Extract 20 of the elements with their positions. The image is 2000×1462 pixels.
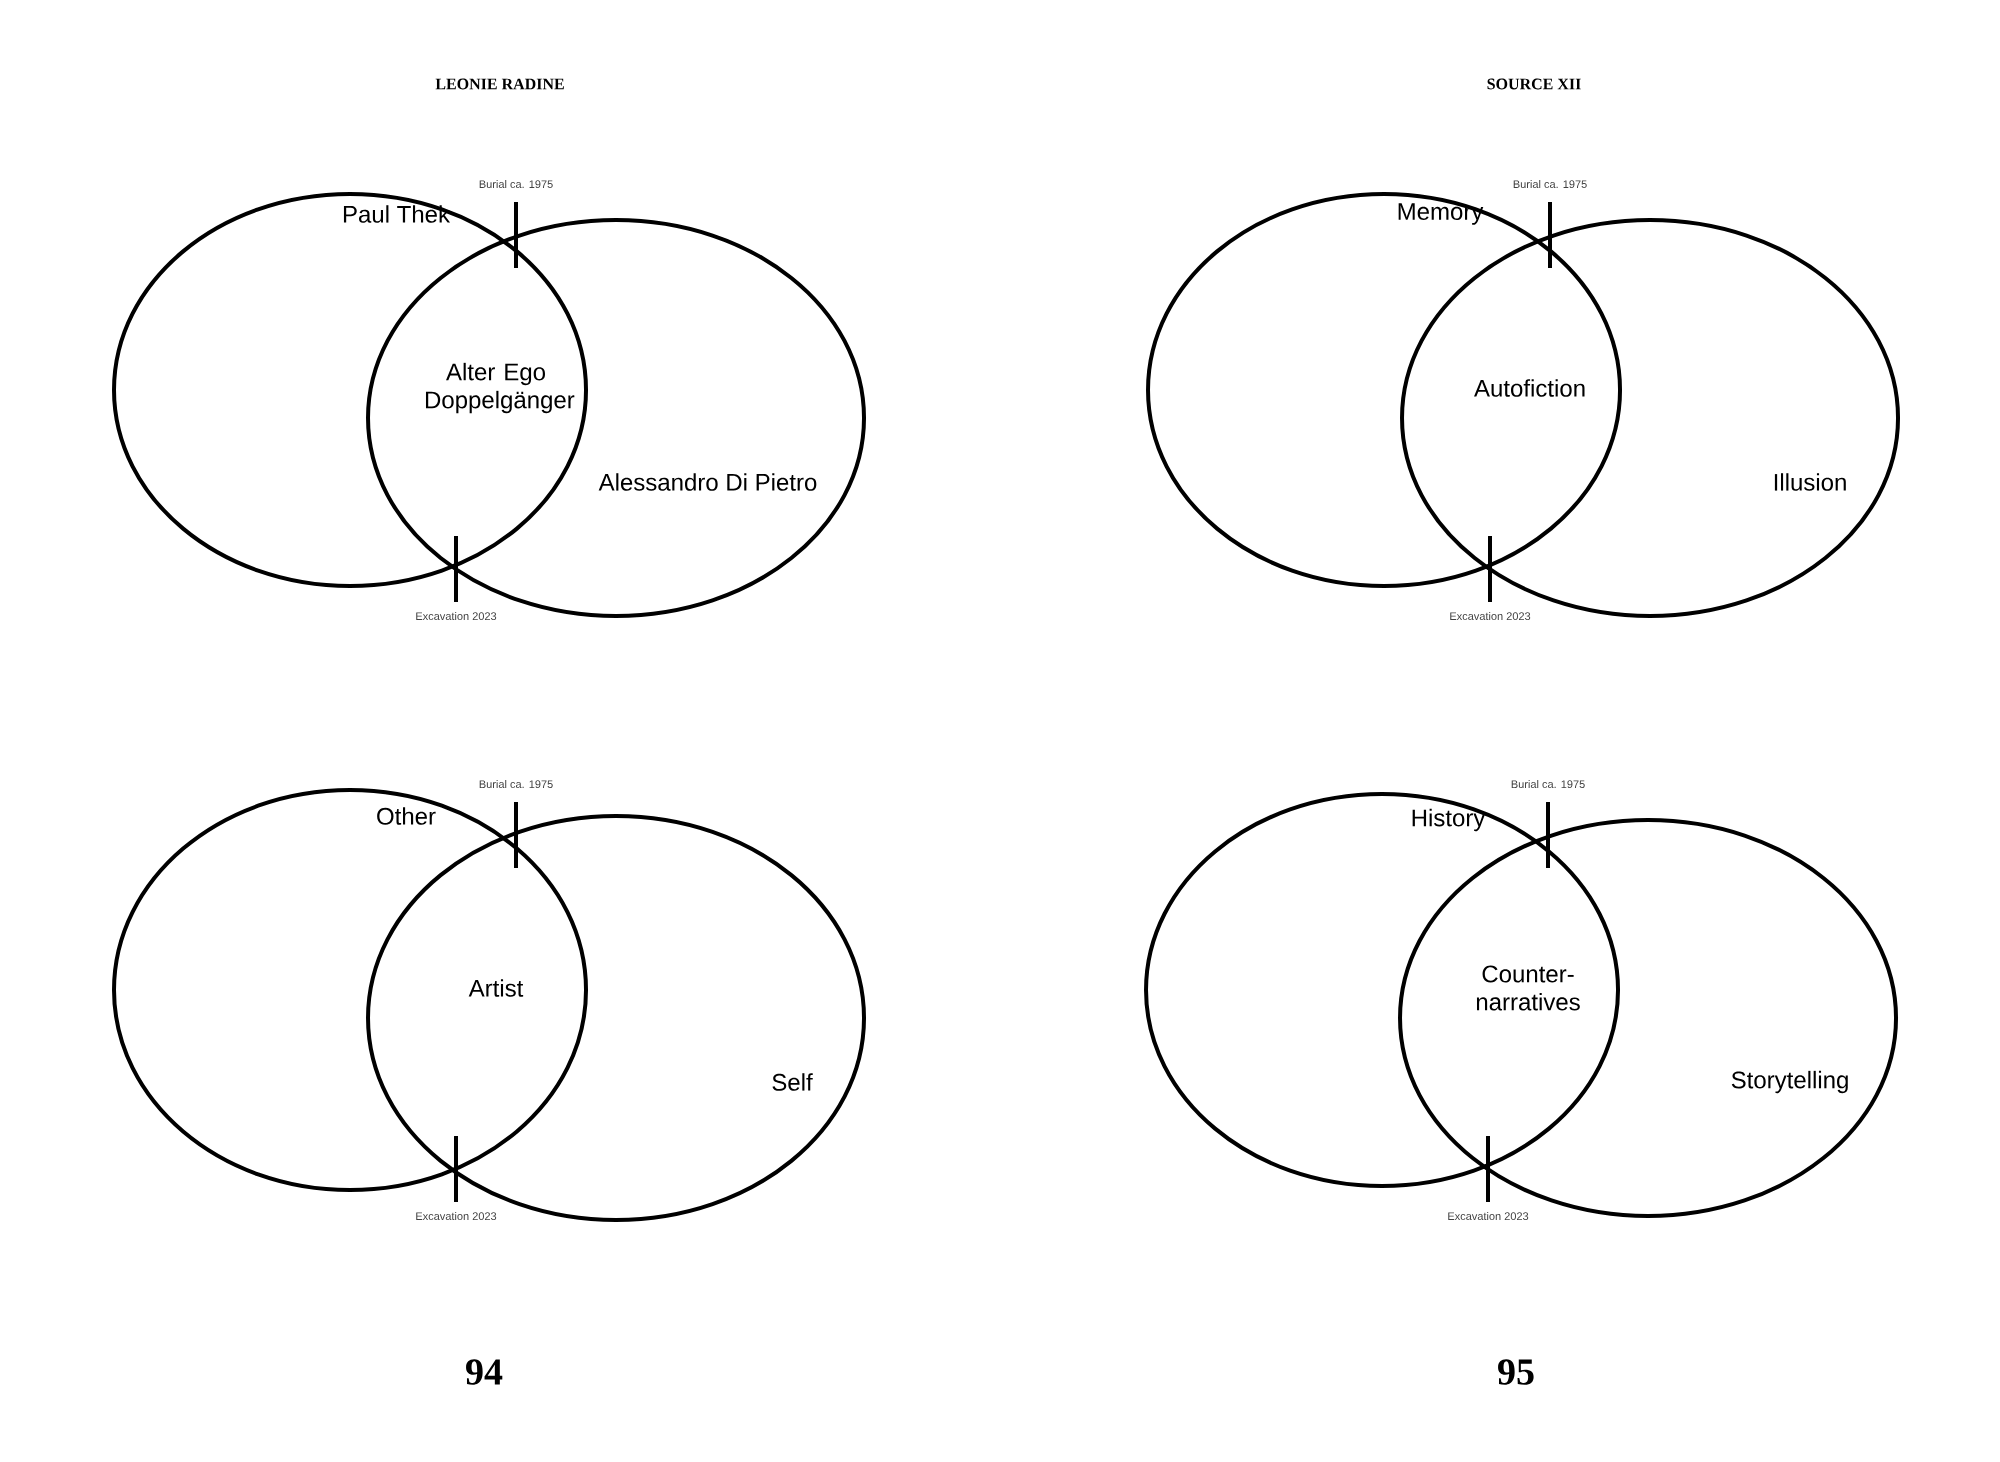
- running-head: LEONIE RADINE: [435, 78, 564, 90]
- page-number: 95: [1498, 1359, 1534, 1385]
- venn-circle: [112, 192, 588, 588]
- circle-label: Storytelling: [1731, 1070, 1848, 1094]
- overlap-label: Artist: [468, 979, 524, 997]
- overlap-label: Autofiction: [1474, 379, 1585, 397]
- venn-circle: [1146, 192, 1622, 588]
- overlap-label: Alter Ego Doppelgänger: [426, 362, 575, 414]
- circle-label: Self: [772, 1073, 813, 1091]
- venn-circle: [112, 788, 588, 1192]
- circle-label: Other: [377, 807, 436, 825]
- circle-label: Alessandro Di Pietro: [598, 473, 817, 491]
- running-head: SOURCE XII: [1487, 78, 1581, 90]
- venn-circle: [1144, 792, 1620, 1188]
- overlap-label: Counter- narratives: [1476, 965, 1580, 1011]
- circle-label: Paul Thek: [343, 205, 451, 223]
- circle-label: History: [1412, 808, 1486, 832]
- circle-label: Illusion: [1774, 473, 1846, 491]
- circle-label: Memory: [1398, 203, 1484, 225]
- page-number: 94: [466, 1359, 503, 1385]
